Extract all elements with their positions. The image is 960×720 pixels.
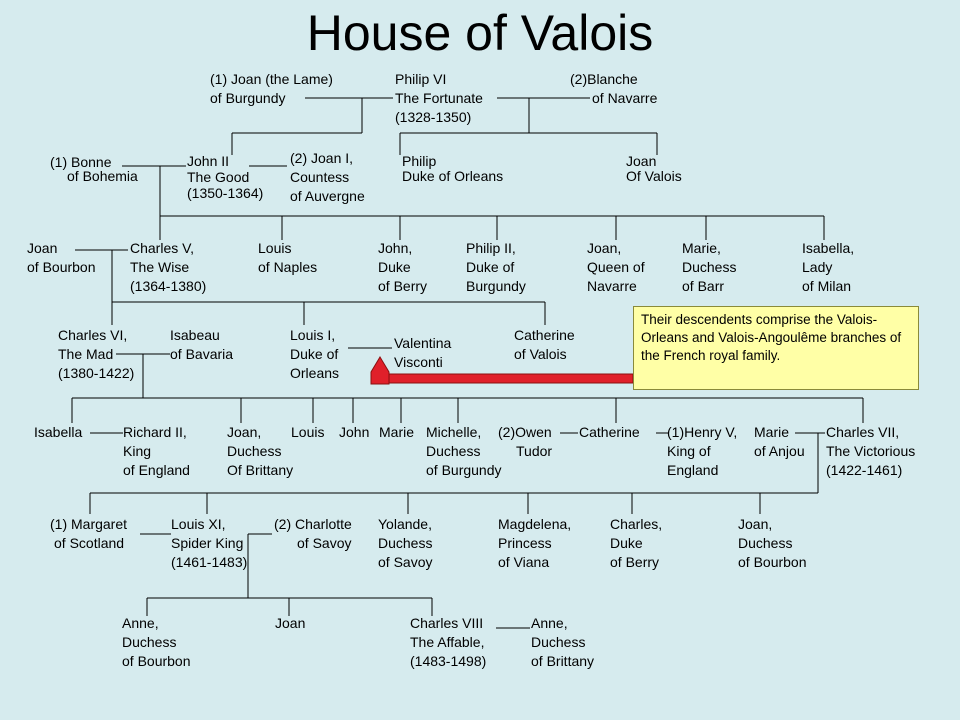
person-philip-orleans: Philip Duke of Orleans (402, 153, 504, 184)
person-owen-surname: Tudor (516, 443, 553, 459)
person-owen-name: (2)Owen (498, 424, 552, 440)
person-joan-of-navarre: Joan, Queen of Navarre (587, 240, 645, 294)
person-marie-of-barr: Marie, Duchess of Barr (682, 240, 737, 294)
person-blanche-name: (2)Blanche (570, 71, 638, 87)
note-box: Their descendents comprise the Valois-Or… (633, 306, 919, 390)
person-isabella: Isabella (34, 424, 83, 440)
person-joan-duchess-of-bourbon: Joan, Duchess of Bourbon (738, 516, 807, 570)
person-marie-of-anjou-title: of Anjou (754, 443, 805, 459)
person-louis-xi: Louis XI, Spider King (1461-1483) (171, 516, 248, 570)
person-catherine: Catherine (579, 424, 640, 440)
person-charles-of-berry: Charles, Duke of Berry (610, 516, 663, 570)
person-marie-of-anjou-name: Marie (754, 424, 790, 440)
person-margaret-title: of Scotland (54, 535, 125, 551)
person-john: John (339, 424, 370, 440)
red-arrow (370, 356, 634, 385)
person-joan-of-valois: Joan Of Valois (626, 153, 682, 184)
person-philip-ii: Philip II, Duke of Burgundy (466, 240, 526, 294)
person-john-ii: John II The Good (1350-1364) (187, 153, 264, 201)
person-michelle: Michelle, Duchess of Burgundy (426, 424, 502, 478)
person-louis-of-naples: Louis of Naples (258, 240, 318, 275)
person-bonne-name: (1) Bonne (50, 154, 112, 170)
person-philip-vi: Philip VI The Fortunate (1328-1350) (395, 71, 483, 125)
person-charles-v: Charles V, The Wise (1364-1380) (130, 240, 207, 294)
person-magdelena: Magdelena, Princess of Viana (498, 516, 572, 570)
person-henry-v: (1)Henry V, King of England (667, 424, 738, 478)
person-margaret-name: (1) Margaret (50, 516, 128, 532)
person-charles-vii: Charles VII, The Victorious (1422-1461) (826, 424, 916, 478)
person-louis-i: Louis I, Duke of Orleans (290, 327, 340, 381)
person-charlotte-title: of Savoy (297, 535, 352, 551)
person-isabeau: Isabeau of Bavaria (170, 327, 234, 362)
person-joan-of-brittany: Joan, Duchess Of Brittany (227, 424, 294, 478)
person-richard-ii: Richard II, King of England (123, 424, 190, 478)
person-joan-the-lame: (1) Joan (the Lame) of Burgundy (210, 71, 333, 106)
person-charles-viii: Charles VIII The Affable, (1483-1498) (410, 615, 487, 669)
person-charles-vi: Charles VI, The Mad (1380-1422) (58, 327, 135, 381)
page-title: House of Valois (306, 5, 654, 61)
person-joan-daughter: Joan (275, 615, 306, 631)
person-louis: Louis (291, 424, 325, 440)
person-yolande: Yolande, Duchess of Savoy (378, 516, 433, 570)
person-charlotte-name: (2) Charlotte (274, 516, 352, 532)
person-catherine-of-valois: Catherine of Valois (514, 327, 575, 362)
person-john-of-berry: John, Duke of Berry (378, 240, 428, 294)
person-anne-of-brittany: Anne, Duchess of Brittany (531, 615, 595, 669)
person-joan-i: (2) Joan I, Countess of Auvergne (290, 150, 365, 204)
person-anne-of-bourbon: Anne, Duchess of Bourbon (122, 615, 191, 669)
person-isabella-of-milan: Isabella, Lady of Milan (802, 240, 855, 294)
person-marie: Marie (379, 424, 415, 440)
person-valentina: Valentina Visconti (394, 335, 452, 370)
person-joan-of-bourbon: Joan of Bourbon (27, 240, 96, 275)
person-bonne-title: of Bohemia (67, 168, 138, 184)
person-blanche-title: of Navarre (592, 90, 658, 106)
